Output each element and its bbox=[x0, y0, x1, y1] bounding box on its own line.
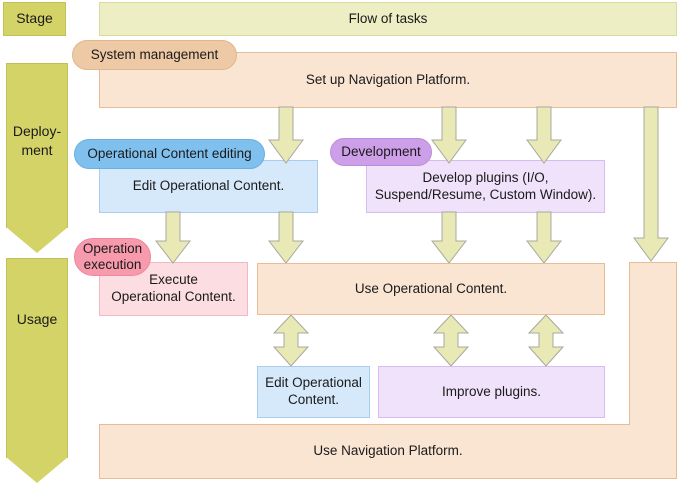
task-use-operational-content-box: Use Operational Content. bbox=[257, 263, 605, 315]
use-navigation-platform-right-column bbox=[629, 262, 677, 437]
task-improve-plugins-label: Improve plugins. bbox=[441, 383, 542, 399]
arrow-develop-plugins-to-use-content-left bbox=[430, 211, 468, 264]
task-improve-plugins-box: Improve plugins. bbox=[378, 366, 605, 418]
stage-usage-arrow-body bbox=[6, 258, 68, 458]
role-operation-execution-label-line2: execution bbox=[83, 257, 142, 272]
arrow-setup-to-edit-content bbox=[268, 106, 304, 164]
arrow-setup-to-use-navigation-platform bbox=[633, 106, 669, 262]
arrow-edit-content-to-execute-content bbox=[154, 211, 192, 264]
role-development-label: Development bbox=[341, 144, 421, 160]
task-use-navigation-platform-label: Use Navigation Platform. bbox=[313, 443, 463, 459]
stage-usage-arrow: Usage bbox=[6, 258, 68, 483]
arrow-edit-content-to-use-content bbox=[267, 211, 305, 264]
task-edit-operational-content-usage-label-line2: Content. bbox=[287, 392, 340, 407]
stage-header-label: Stage bbox=[16, 10, 53, 27]
arrow-setup-to-develop-plugins-left bbox=[431, 106, 467, 164]
stage-usage-label: Usage bbox=[16, 311, 58, 327]
role-operation-execution-pill: Operation execution bbox=[74, 238, 151, 276]
role-system-management-label: System management bbox=[90, 47, 219, 63]
arrow-use-content-to-improve-plugins-left-bidirectional bbox=[432, 314, 470, 367]
task-edit-operational-content-usage-box: Edit Operational Content. bbox=[257, 366, 370, 418]
stage-deployment-label-line1: Deploy- bbox=[12, 123, 62, 139]
role-operational-content-editing-pill: Operational Content editing bbox=[74, 139, 265, 169]
task-setup-navigation-platform-label: Set up Navigation Platform. bbox=[305, 71, 471, 87]
role-development-pill: Development bbox=[330, 138, 432, 166]
stage-header-box: Stage bbox=[3, 2, 66, 36]
role-system-management-pill: System management bbox=[72, 40, 237, 70]
task-use-operational-content-label: Use Operational Content. bbox=[354, 280, 508, 296]
arrow-use-content-to-improve-plugins-right-bidirectional bbox=[527, 314, 565, 367]
flow-of-tasks-bar: Flow of tasks bbox=[99, 2, 677, 36]
stage-deployment-label-line2: ment bbox=[21, 142, 53, 158]
stage-deployment-arrow: Deploy- ment bbox=[6, 63, 68, 253]
stage-deployment-arrow-head bbox=[6, 227, 68, 253]
task-execute-operational-content-label-line1: Execute bbox=[149, 272, 198, 288]
right-column-bottom-seam bbox=[630, 421, 676, 428]
task-use-navigation-platform-box: Use Navigation Platform. bbox=[99, 424, 677, 479]
task-execute-operational-content-label-line2: Operational Content. bbox=[111, 289, 236, 304]
task-develop-plugins-box: Develop plugins (I/O, Suspend/Resume, Cu… bbox=[366, 160, 605, 213]
task-develop-plugins-label-line2: Suspend/Resume, Custom Window). bbox=[374, 186, 597, 202]
flow-of-tasks-label: Flow of tasks bbox=[348, 10, 428, 26]
arrow-develop-plugins-to-use-content-right bbox=[525, 211, 563, 264]
arrow-use-content-to-edit-content-bidirectional bbox=[272, 314, 310, 367]
stage-usage-arrow-head bbox=[6, 457, 68, 483]
role-operational-content-editing-label: Operational Content editing bbox=[87, 146, 252, 162]
stage-deployment-arrow-body bbox=[6, 63, 68, 228]
task-develop-plugins-label-line1: Develop plugins (I/O, bbox=[422, 169, 549, 185]
arrow-setup-to-develop-plugins-right bbox=[526, 106, 562, 164]
task-edit-operational-content-deploy-label: Edit Operational Content. bbox=[132, 178, 285, 194]
role-operation-execution-label-line1: Operation bbox=[82, 241, 143, 257]
task-edit-operational-content-usage-label-line1: Edit Operational bbox=[265, 375, 362, 391]
